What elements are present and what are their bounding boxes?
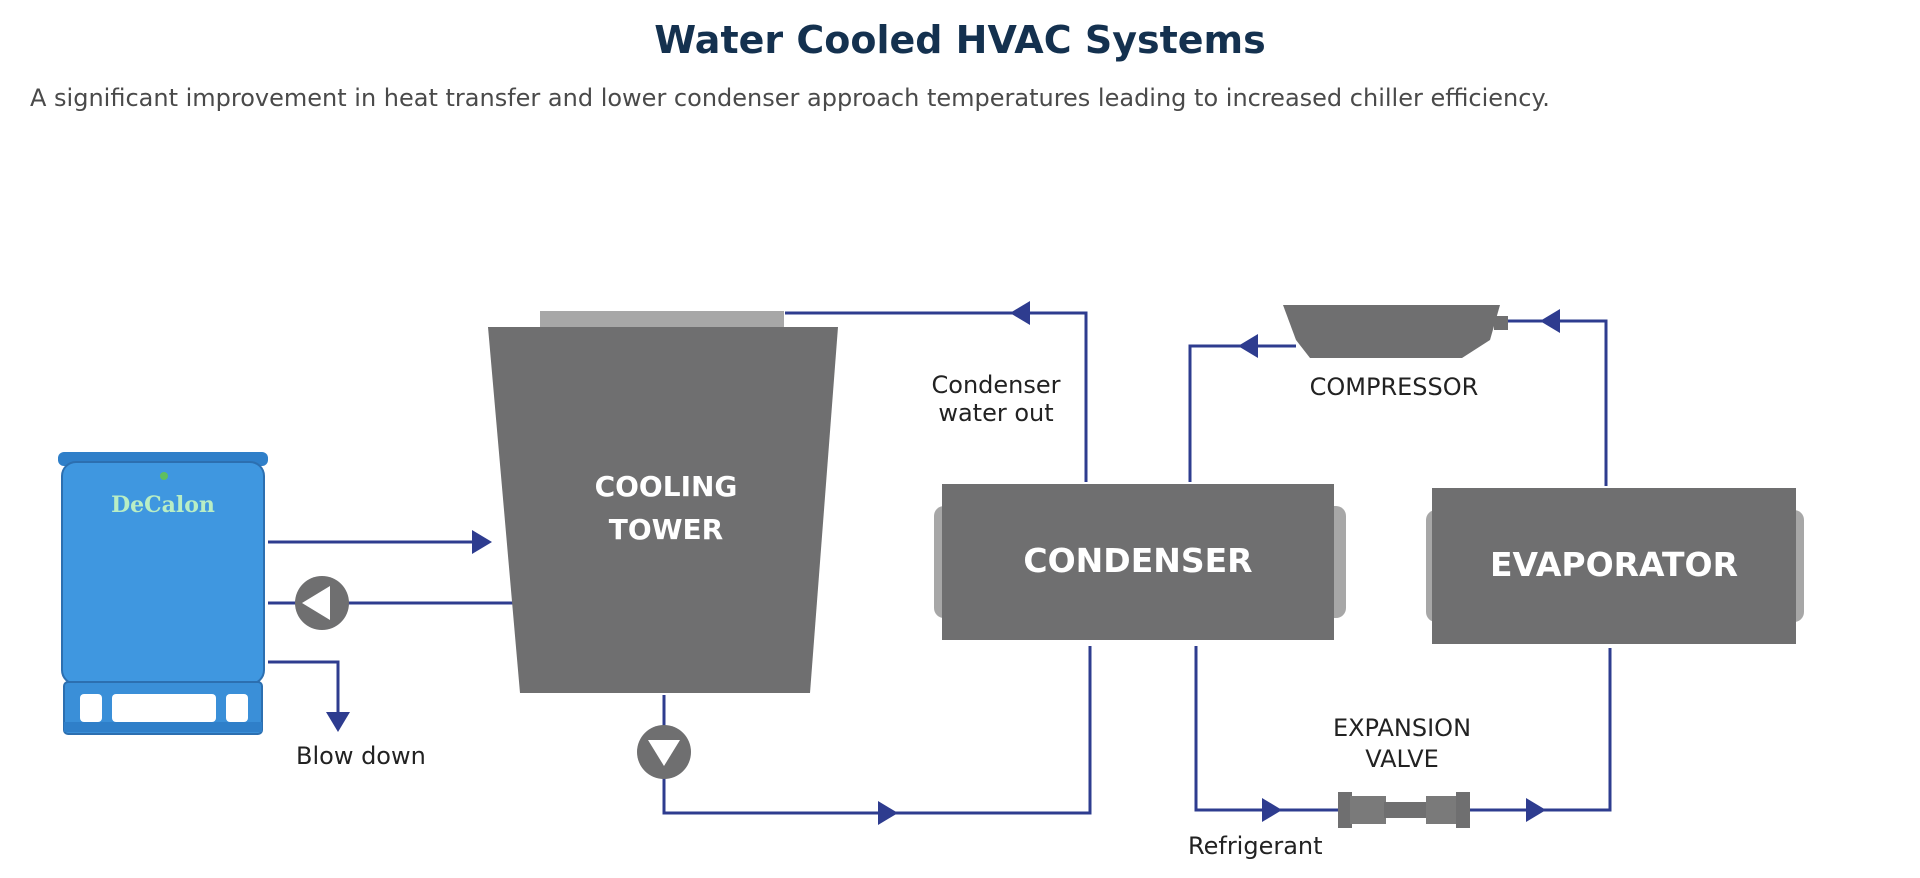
arrow-right-icon: [472, 530, 492, 554]
compressor: COMPRESSOR: [1283, 305, 1508, 401]
arrow-left-icon: [1540, 309, 1560, 333]
compressor-label: COMPRESSOR: [1310, 373, 1479, 401]
arrow-left-icon: [1010, 301, 1030, 325]
arrow-down-icon: [326, 712, 350, 732]
evaporator: EVAPORATOR: [1426, 488, 1804, 644]
pipe-valve-to-evaporator: [1468, 648, 1612, 812]
pipe-evaporator-to-compressor: [1508, 319, 1608, 486]
condenser-label: CONDENSER: [1023, 541, 1252, 580]
pump-return: [295, 576, 349, 630]
condenser: CONDENSER: [934, 484, 1346, 640]
cooling-tower-label-line2: TOWER: [609, 513, 723, 546]
pipe-condenser-to-valve: [1194, 646, 1338, 812]
condenser-water-out-label-line1: Condenser: [932, 371, 1061, 399]
arrow-left-icon: [1238, 334, 1258, 358]
page-title: Water Cooled HVAC Systems: [654, 18, 1266, 62]
arrow-right-icon: [878, 801, 898, 825]
expansion-valve-label-line2: VALVE: [1365, 745, 1439, 773]
decalon-unit: DeCalon: [58, 452, 268, 735]
pipe-compressor-to-condenser: [1188, 344, 1296, 482]
pump-down-icon: [648, 740, 680, 766]
arrow-right-icon: [1262, 798, 1282, 822]
blow-down-label: Blow down: [296, 742, 426, 770]
refrigerant-label: Refrigerant: [1188, 832, 1323, 860]
cooling-tower: COOLING TOWER: [488, 311, 838, 693]
cooling-tower-label-line1: COOLING: [595, 470, 738, 503]
arrow-right-icon: [1526, 798, 1546, 822]
pipe-blow-down: [268, 660, 340, 722]
expansion-valve-label-line1: EXPANSION: [1333, 714, 1471, 742]
pump-supply: [637, 725, 691, 779]
pump-left-icon: [302, 586, 330, 620]
condenser-water-out-label-line2: water out: [938, 399, 1053, 427]
expansion-valve: EXPANSION VALVE: [1333, 714, 1471, 828]
unit-brand-label: DeCalon: [111, 492, 215, 518]
flow-arrows: [326, 301, 1560, 825]
pipe-condenser-to-tower: [785, 311, 1088, 482]
page-subtitle: A significant improvement in heat transf…: [30, 84, 1550, 112]
evaporator-label: EVAPORATOR: [1490, 545, 1738, 584]
